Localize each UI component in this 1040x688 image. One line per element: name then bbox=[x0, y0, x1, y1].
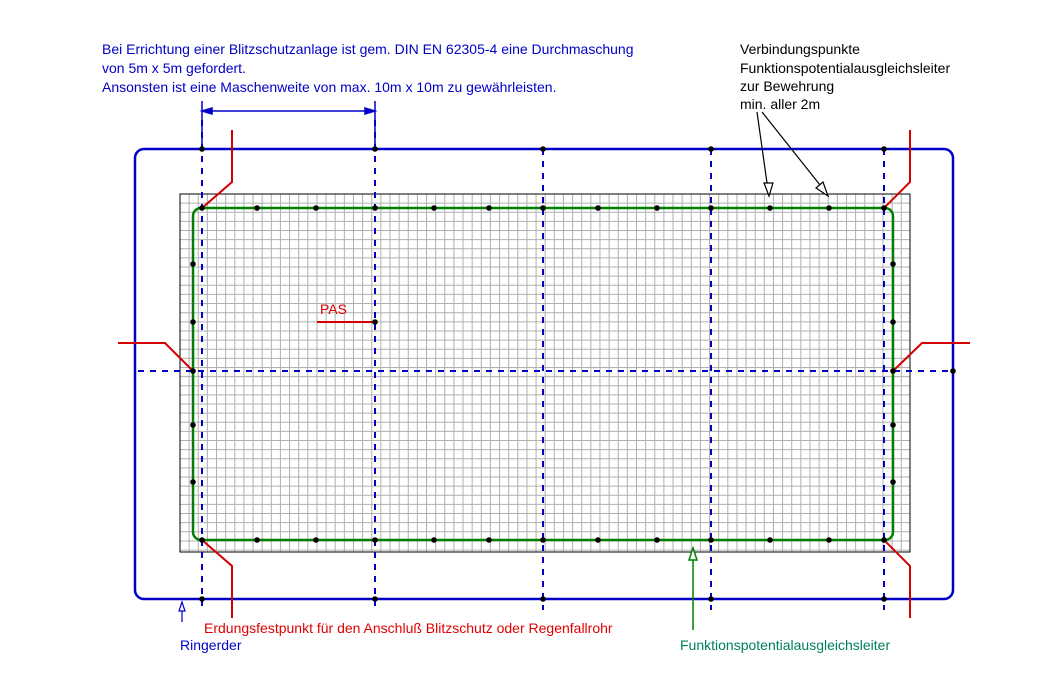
connection-dot bbox=[881, 205, 887, 211]
ring-arrow bbox=[178, 600, 186, 622]
connection-dot bbox=[826, 205, 832, 211]
connection-dot bbox=[190, 422, 196, 428]
connection-dot bbox=[890, 319, 896, 325]
connection-dot bbox=[372, 146, 378, 152]
connection-dot bbox=[708, 537, 714, 543]
connection-dot bbox=[190, 261, 196, 267]
connection-dot bbox=[890, 368, 896, 374]
connection-dot bbox=[199, 596, 205, 602]
connection-dot bbox=[431, 537, 437, 543]
earthing-point-bottom-left bbox=[201, 539, 233, 618]
connection-dot bbox=[595, 537, 601, 543]
ring-label: Ringerder bbox=[180, 637, 242, 653]
connection-dot bbox=[890, 422, 896, 428]
connection-dot bbox=[254, 537, 260, 543]
conductor-label: Funktionspotentialausgleichsleiter bbox=[680, 637, 890, 653]
connection-dot bbox=[767, 205, 773, 211]
earthing-point-left bbox=[118, 342, 194, 372]
connection-dot bbox=[190, 479, 196, 485]
pointer-arrows bbox=[756, 111, 830, 198]
earthing-point-bottom-right bbox=[883, 539, 911, 618]
connection-dot bbox=[199, 205, 205, 211]
reinforcement-mesh bbox=[180, 194, 910, 552]
note-right-line3: zur Bewehrung bbox=[740, 78, 834, 94]
note-right-line1: Verbindungspunkte bbox=[740, 41, 860, 57]
connection-dot bbox=[708, 596, 714, 602]
connection-dot bbox=[890, 261, 896, 267]
connection-dot bbox=[881, 537, 887, 543]
connection-dot bbox=[540, 596, 546, 602]
connection-dot bbox=[654, 205, 660, 211]
note-top-line2: von 5m x 5m gefordert. bbox=[102, 60, 246, 76]
connection-dot bbox=[950, 368, 956, 374]
connection-dot bbox=[199, 146, 205, 152]
connection-dot bbox=[190, 319, 196, 325]
connection-dot bbox=[486, 205, 492, 211]
foundation-outline bbox=[179, 193, 911, 553]
note-right-line2: Funktionspotentialausgleichsleiter bbox=[740, 60, 950, 76]
earthing-label: Erdungsfestpunkt für den Anschluß Blitzs… bbox=[204, 620, 613, 636]
connection-dot bbox=[654, 537, 660, 543]
connection-dot bbox=[313, 205, 319, 211]
note-top-line3: Ansonsten ist eine Maschenweite von max.… bbox=[102, 79, 556, 95]
connection-dot bbox=[372, 537, 378, 543]
connection-dot bbox=[190, 368, 196, 374]
connection-dot bbox=[372, 596, 378, 602]
connection-dot bbox=[890, 479, 896, 485]
connection-dot bbox=[767, 537, 773, 543]
connection-dot bbox=[881, 596, 887, 602]
connection-dot bbox=[431, 205, 437, 211]
connection-dot bbox=[372, 205, 378, 211]
connection-dot bbox=[826, 537, 832, 543]
connection-dot bbox=[881, 146, 887, 152]
earthing-point-top-left bbox=[201, 130, 233, 209]
connection-dot bbox=[486, 537, 492, 543]
connection-dot bbox=[254, 205, 260, 211]
connection-dot bbox=[540, 537, 546, 543]
conductor-arrow bbox=[687, 545, 699, 630]
connection-points bbox=[190, 146, 956, 602]
note-top-line1: Bei Errichtung einer Blitzschutzanlage i… bbox=[102, 41, 634, 57]
connection-dot bbox=[372, 319, 378, 325]
earthing-point-right bbox=[892, 342, 970, 372]
connection-dot bbox=[313, 537, 319, 543]
connection-dot bbox=[595, 205, 601, 211]
mesh-dashed-lines bbox=[138, 120, 953, 610]
earthing-point-top-right bbox=[883, 130, 911, 209]
note-right-line4: min. aller 2m bbox=[740, 96, 820, 112]
dimension-5m bbox=[199, 101, 378, 149]
connection-dot bbox=[540, 205, 546, 211]
pas-label: PAS bbox=[320, 301, 347, 317]
connection-dot bbox=[199, 537, 205, 543]
connection-dot bbox=[708, 205, 714, 211]
connection-dot bbox=[708, 146, 714, 152]
connection-dot bbox=[540, 146, 546, 152]
earthing-fixed-points bbox=[118, 130, 970, 618]
